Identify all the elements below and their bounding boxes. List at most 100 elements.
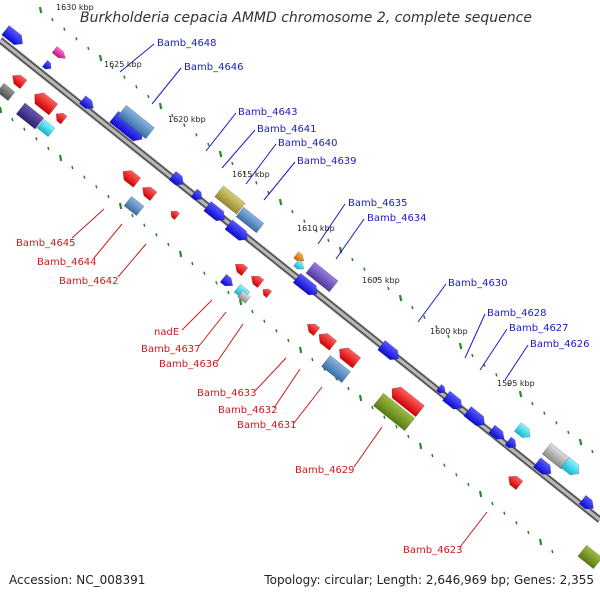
- accession-text: Accession: NC_008391: [9, 573, 146, 587]
- gene-feature: [122, 170, 142, 188]
- lower-tick-mark: [275, 329, 278, 333]
- gene-feature: [250, 275, 265, 289]
- upper-tick-mark: [315, 229, 318, 233]
- upper-tick-mark: [435, 325, 438, 329]
- lower-tick-mark: [491, 501, 494, 506]
- gene-feature: [235, 206, 265, 234]
- upper-tick-mark: [158, 102, 163, 110]
- leader-line-bottom: [459, 511, 488, 548]
- gene-feature: [513, 422, 531, 438]
- upper-tick-mark: [387, 286, 390, 291]
- lower-tick-mark: [287, 338, 290, 343]
- top-gene-labels: Bamb_4648 Bamb_4646 Bamb_4643 Bamb_4641 …: [157, 38, 590, 350]
- kbp-label-1620: 1620 kbp: [168, 115, 206, 124]
- leader-line-top: [245, 143, 277, 185]
- gene-feature: [0, 82, 16, 102]
- lower-tick-mark: [431, 453, 434, 458]
- gene-feature: [36, 118, 56, 138]
- upper-tick-mark: [243, 171, 246, 175]
- gene-feature: [168, 170, 184, 186]
- gene-feature: [55, 112, 68, 125]
- gene-feature: [224, 219, 248, 241]
- leader-line-top: [464, 313, 486, 359]
- gene-feature: [508, 475, 524, 491]
- gene-feature: [339, 347, 362, 369]
- upper-tick-mark: [375, 277, 378, 281]
- upper-tick-mark: [411, 305, 414, 310]
- gene-label-bamb-4642: Bamb_4642: [59, 276, 119, 287]
- lower-tick-mark: [215, 281, 218, 285]
- position-tick-tracks: [0, 6, 594, 554]
- lower-tick-mark: [407, 434, 410, 439]
- leader-line-bottom: [181, 299, 213, 331]
- lower-tick-mark: [155, 233, 158, 237]
- lower-tick-mark: [58, 154, 63, 162]
- upper-tick-mark: [147, 94, 150, 99]
- lower-tick-mark: [418, 442, 423, 450]
- upper-tick-mark: [278, 198, 283, 206]
- upper-tick-mark: [183, 123, 186, 127]
- gene-feature: [78, 95, 94, 109]
- gene-feature: [203, 201, 225, 222]
- lower-tick-mark: [503, 511, 506, 515]
- gene-features: [0, 25, 600, 570]
- kbp-label-1605: 1605 kbp: [362, 276, 400, 285]
- gene-label-bamb-4645: Bamb_4645: [16, 238, 76, 249]
- gene-feature: [504, 436, 517, 449]
- gene-feature: [214, 185, 246, 215]
- upper-tick-mark: [555, 421, 558, 425]
- upper-tick-mark: [458, 342, 463, 350]
- upper-tick-mark: [111, 65, 114, 70]
- label-leader-lines: [71, 43, 529, 548]
- upper-tick-mark: [207, 142, 210, 147]
- gene-label-bamb-4629: Bamb_4629: [295, 465, 355, 476]
- gene-label-bamb-4637: Bamb_4637: [141, 344, 201, 355]
- gene-label-bamb-4628: Bamb_4628: [487, 308, 547, 319]
- upper-tick-mark: [87, 46, 90, 51]
- gene-label-bamb-4633: Bamb_4633: [197, 388, 257, 399]
- gene-feature: [377, 340, 399, 361]
- gene-feature: [292, 272, 318, 296]
- gene-feature: [391, 386, 425, 418]
- upper-tick-mark: [471, 353, 474, 358]
- lower-tick-mark: [251, 309, 254, 314]
- topology-text: Topology: circular; Length: 2,646,969 bp…: [264, 573, 594, 587]
- gene-label-bamb-4640: Bamb_4640: [278, 138, 338, 149]
- gene-feature: [237, 290, 251, 304]
- lower-tick-mark: [143, 223, 146, 227]
- upper-tick-mark: [135, 85, 138, 89]
- lower-tick-mark: [107, 194, 110, 199]
- lower-tick-mark: [551, 549, 554, 554]
- upper-tick-mark: [255, 181, 258, 185]
- leader-line-bottom: [254, 357, 287, 392]
- upper-tick-mark: [51, 17, 54, 22]
- gene-feature: [41, 59, 52, 70]
- gene-label-bamb-4635: Bamb_4635: [348, 198, 408, 209]
- lower-tick-mark: [23, 127, 26, 131]
- gene-feature: [142, 186, 158, 202]
- gene-feature: [219, 273, 234, 287]
- lower-tick-mark: [478, 490, 483, 498]
- upper-tick-mark: [171, 113, 174, 118]
- lower-tick-mark: [47, 146, 50, 151]
- gene-feature: [560, 456, 580, 476]
- gene-feature: [34, 92, 59, 116]
- gene-feature: [234, 263, 249, 277]
- lower-tick-mark: [238, 298, 243, 306]
- upper-tick-mark: [447, 334, 450, 339]
- leader-line-top: [317, 203, 346, 245]
- leader-line-top: [479, 328, 508, 371]
- upper-tick-mark: [231, 161, 234, 166]
- gene-feature: [1, 25, 23, 46]
- leader-line-top: [504, 344, 529, 381]
- leader-line-top: [205, 112, 237, 152]
- upper-tick-mark: [38, 6, 43, 14]
- upper-tick-mark: [591, 449, 594, 454]
- gene-label-nade: nadE: [154, 327, 179, 338]
- gene-feature: [123, 195, 145, 217]
- gene-label-bamb-4627: Bamb_4627: [509, 323, 569, 334]
- upper-tick-mark: [543, 411, 546, 415]
- upper-tick-mark: [98, 54, 103, 62]
